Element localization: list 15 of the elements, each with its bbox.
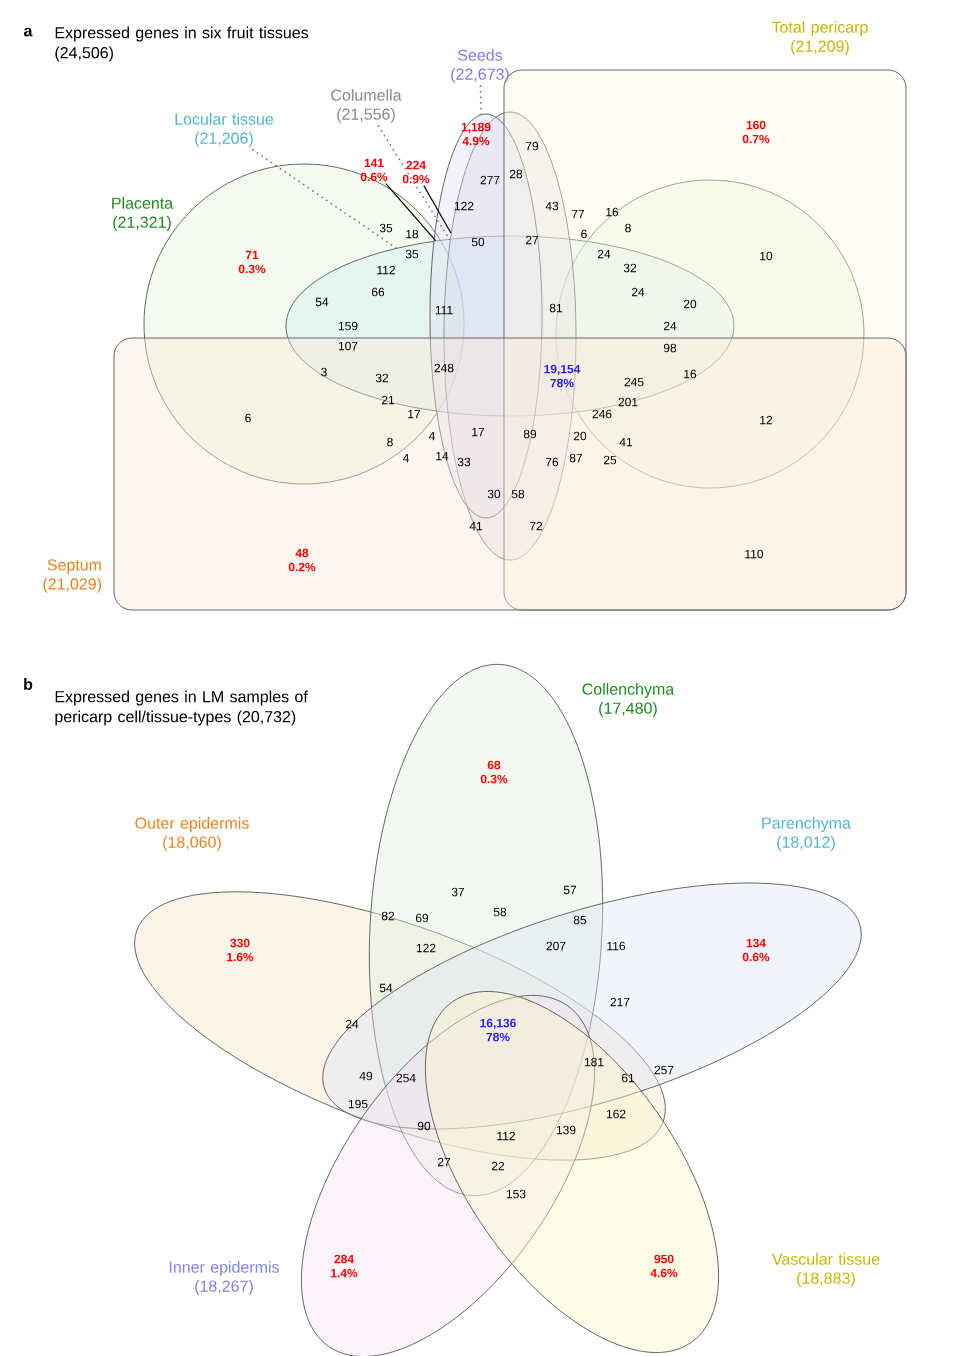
panel-title: Expressed genes in six fruit tissues (24,506) — [55, 26, 309, 62]
set-label: Vascular tissue (18,883) — [771, 1253, 880, 1287]
set-label: Septum (21,029) — [43, 559, 101, 593]
panel-letter: a — [24, 27, 33, 37]
set-label: Seeds (22,673) — [451, 49, 509, 83]
set-label: Collenchyma (17,480) — [582, 683, 675, 717]
set-label: Columella (21,556) — [331, 89, 402, 123]
set-label: Parenchyma (18,012) — [762, 817, 851, 851]
panel-letter: b — [24, 678, 33, 690]
set-label: Locular tissue (21,206) — [175, 113, 274, 147]
set-label: Total pericarp (21,209) — [771, 21, 868, 55]
set-label: Inner epidermis (18,267) — [169, 1261, 279, 1295]
set-label: Outer epidermis (18,060) — [135, 817, 249, 851]
panel-title: Expressed genes in LM samples of pericarp cell/tissue-types (20,732) — [55, 690, 308, 726]
leader-line — [479, 84, 482, 116]
